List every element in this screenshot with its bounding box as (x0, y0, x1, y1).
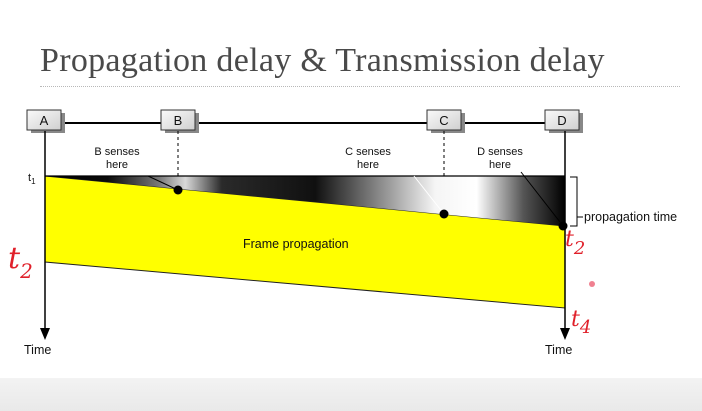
station-c-label: C (439, 113, 448, 128)
time-axis-d-arrow (560, 328, 570, 340)
d-sense-pointer (520, 171, 561, 223)
d-sense-label-line2: here (489, 159, 511, 171)
slide-title: Propagation delay & Transmission delay (40, 42, 605, 79)
time-axis-a-arrow (40, 328, 50, 340)
c-sense-label-line2: here (357, 159, 379, 171)
b-sense-label-line2: here (106, 159, 128, 171)
station-d-label: D (557, 113, 566, 128)
station-b-label: B (174, 113, 183, 128)
station-c: C (426, 109, 465, 133)
bottom-band (0, 378, 702, 411)
d-sense-dot (558, 221, 568, 231)
station-a-label: A (40, 113, 49, 128)
frame-propagation-label: Frame propagation (243, 237, 349, 251)
propagation-time-label: propagation time (584, 210, 677, 224)
d-sense-label-line1: D senses (477, 146, 523, 158)
b-sense-pointer (147, 175, 179, 191)
station-d: D (544, 109, 583, 133)
handwritten-t2-right: t2 (565, 227, 585, 259)
c-sense-pointer (413, 175, 445, 215)
t1-label: t1 (28, 172, 36, 186)
c-sense-label-line1: C senses (345, 146, 391, 158)
handwritten-t2-left: t2 (8, 241, 33, 283)
time-label-right: Time (545, 343, 572, 357)
station-b: B (160, 109, 199, 133)
time-label-left: Time (24, 343, 51, 357)
station-a: A (26, 109, 65, 133)
b-sense-dot (173, 185, 183, 195)
c-sense-dot (439, 209, 449, 219)
handwritten-t4: t4 (571, 307, 591, 338)
propagation-bracket (570, 176, 578, 227)
b-sense-label-line1: B senses (94, 146, 140, 158)
title-divider (40, 86, 680, 87)
red-dot-mark (589, 281, 595, 287)
